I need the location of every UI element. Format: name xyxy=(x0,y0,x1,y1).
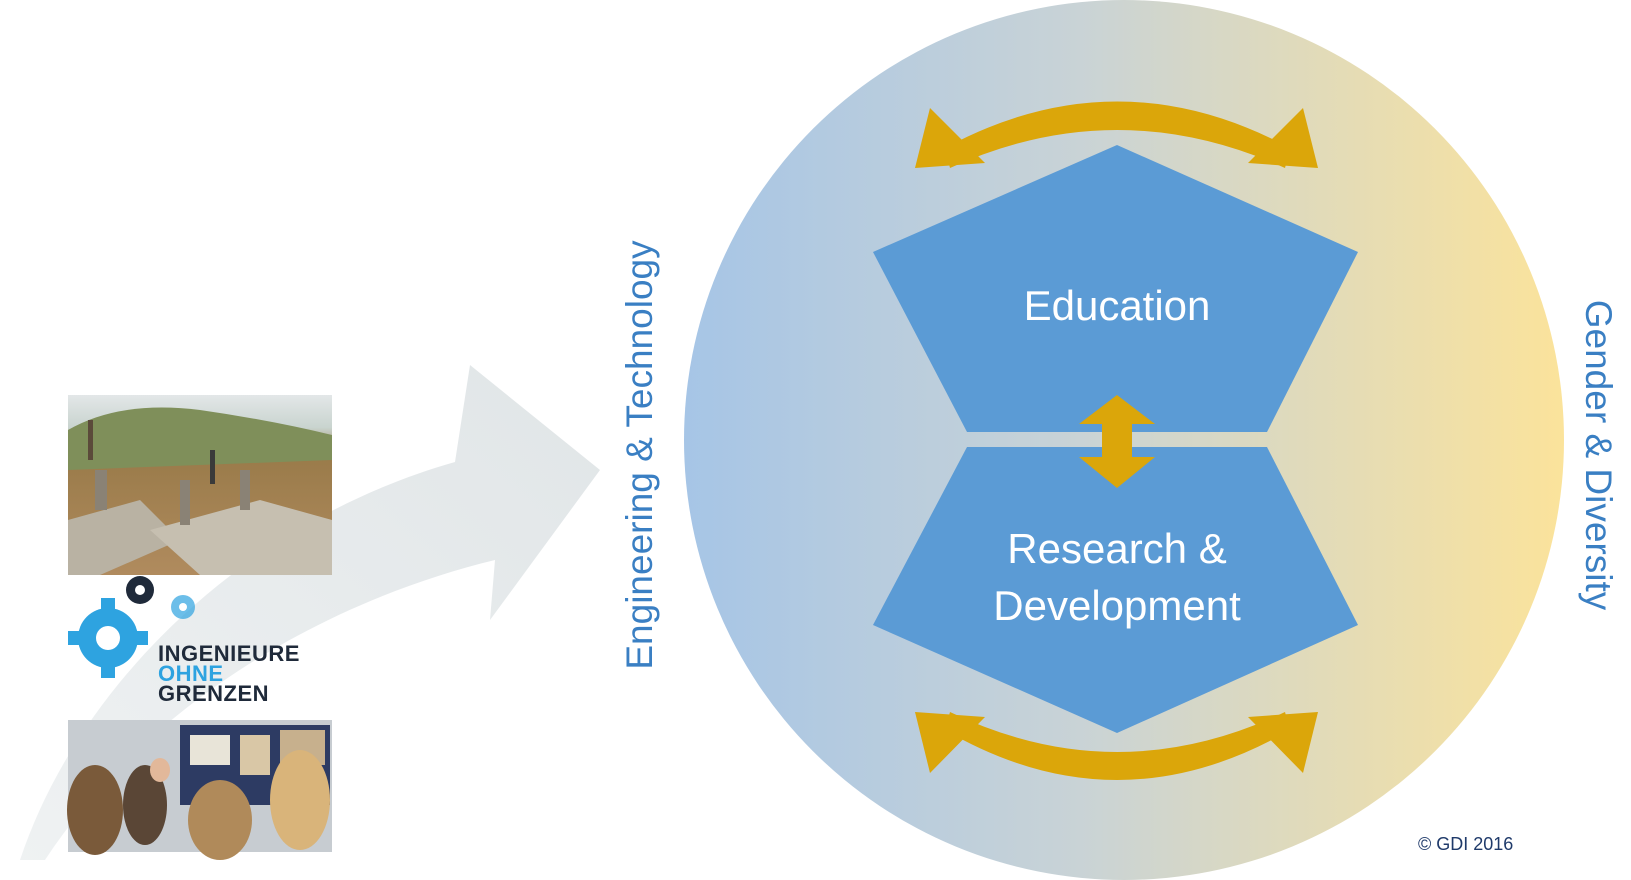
big-curved-arrow-icon xyxy=(20,365,600,860)
research-label-line1: Research & xyxy=(1007,525,1226,572)
logo-text-ingenieure: INGENIEURE xyxy=(158,641,300,666)
curved-double-arrow-icon xyxy=(915,101,1318,168)
logo-text-grenzen: GRENZEN xyxy=(158,681,270,706)
research-block xyxy=(873,447,1358,733)
logo-text-ohne: OHNE xyxy=(158,661,224,686)
construction-photo xyxy=(68,395,332,575)
gear-icon xyxy=(68,576,195,678)
vertical-double-arrow-icon xyxy=(1079,395,1155,488)
research-label-line2: Development xyxy=(993,582,1241,629)
gender-diversity-label: Gender & Diversity xyxy=(1578,299,1619,611)
engineering-technology-label: Engineering & Technology xyxy=(619,240,660,670)
education-block xyxy=(873,145,1358,432)
workshop-photo xyxy=(67,720,332,860)
copyright-notice: © GDI 2016 xyxy=(1418,834,1514,854)
education-label: Education xyxy=(1024,282,1211,329)
curved-double-arrow-icon xyxy=(915,712,1318,780)
